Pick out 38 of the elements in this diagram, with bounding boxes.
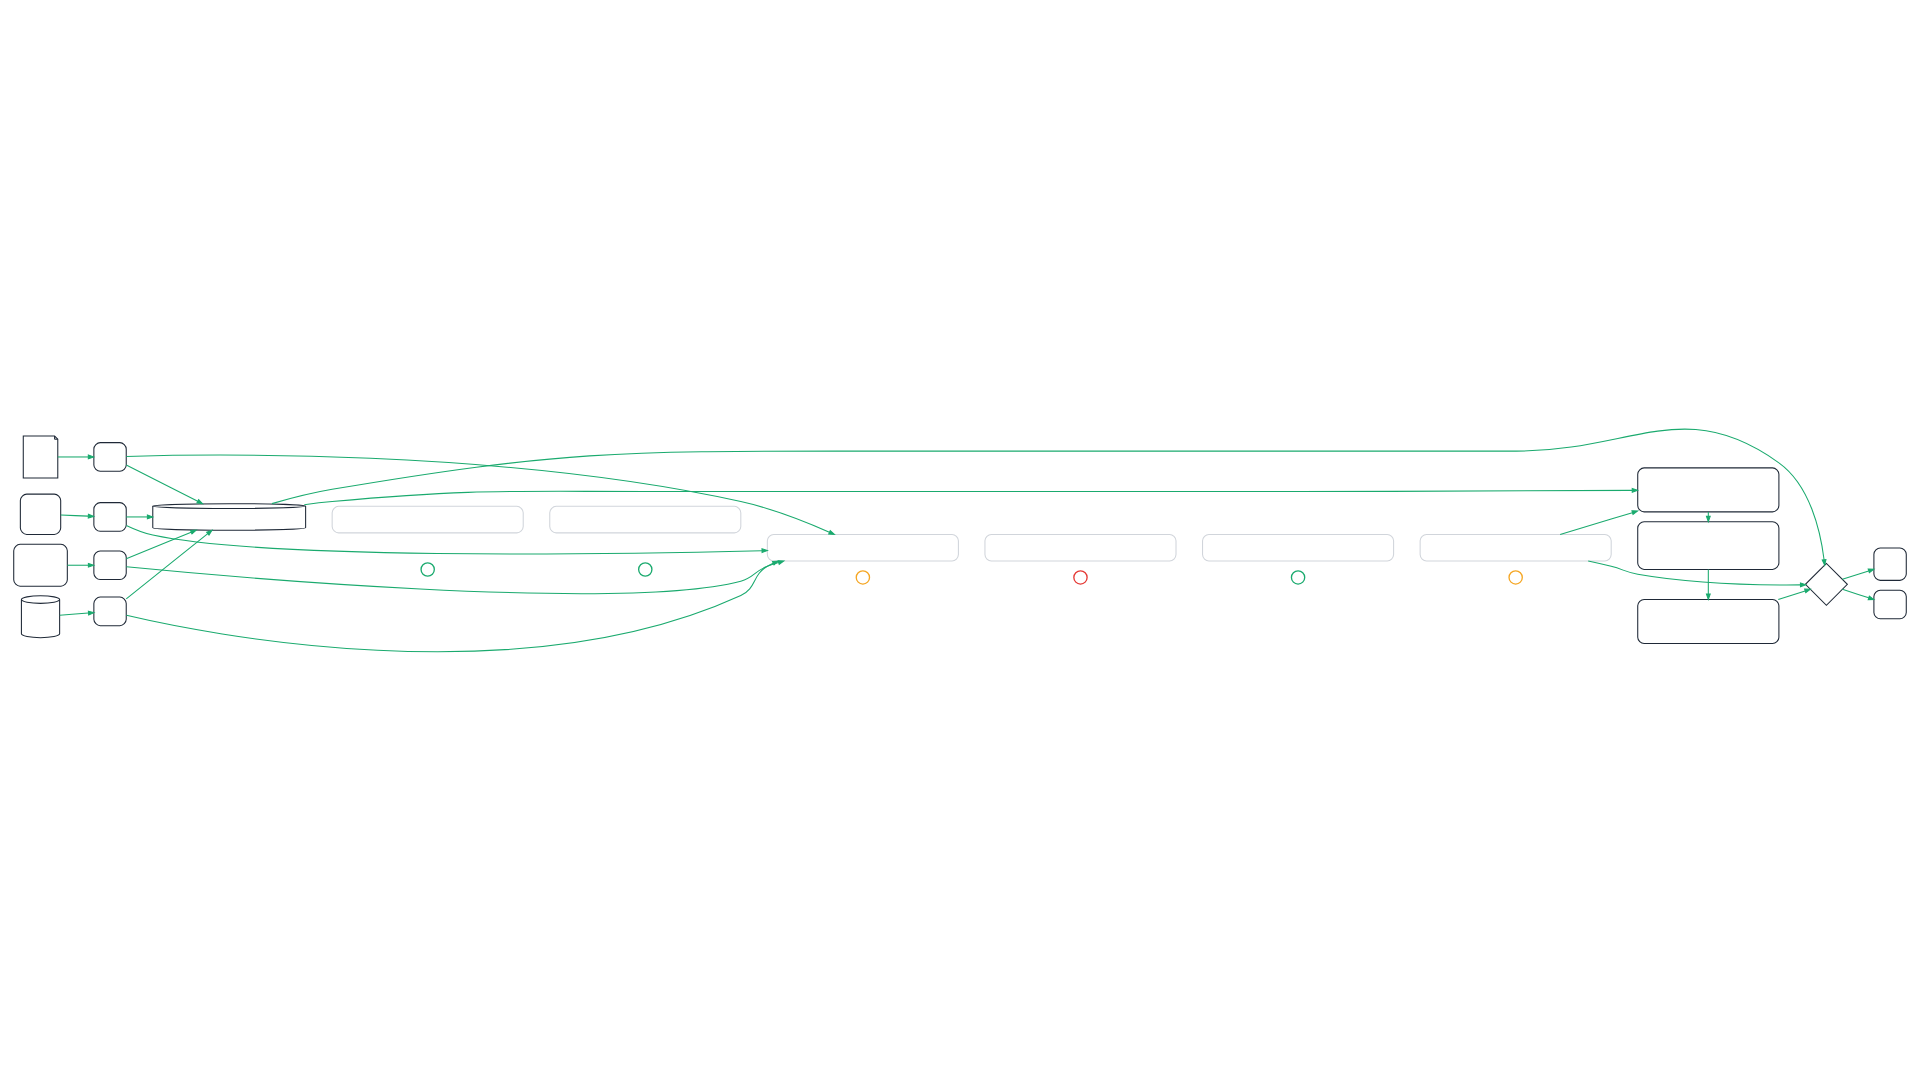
node-box — [19, 493, 62, 535]
arrow — [125, 559, 786, 594]
arrow — [271, 428, 1827, 567]
arrow — [66, 562, 96, 568]
arrow — [125, 529, 198, 559]
node-box — [1873, 589, 1907, 619]
node-box — [984, 533, 1177, 561]
arrow — [1559, 509, 1640, 535]
arrow — [1705, 568, 1711, 601]
node-box — [1873, 546, 1907, 581]
arrow — [303, 487, 1640, 505]
arrow — [125, 559, 780, 652]
node-box — [93, 501, 127, 532]
arrow — [1841, 588, 1876, 600]
node-box — [13, 543, 68, 587]
arrow — [125, 463, 204, 504]
node-box — [766, 533, 959, 561]
node-box — [93, 596, 127, 626]
node-box — [1419, 533, 1612, 561]
arrow — [125, 513, 155, 520]
arrow — [1587, 560, 1808, 587]
node-box — [1637, 466, 1780, 512]
node-box — [1637, 520, 1780, 570]
arrow — [57, 453, 96, 460]
arrow — [1777, 588, 1812, 600]
node-box — [93, 441, 127, 472]
arrow — [1705, 510, 1711, 523]
arrow — [125, 524, 769, 554]
arrow — [125, 528, 214, 599]
node-box — [93, 549, 127, 580]
node-box — [331, 505, 524, 533]
arrow — [60, 513, 96, 519]
arrow — [125, 454, 836, 535]
arrow — [1841, 568, 1876, 580]
node-box — [549, 505, 742, 533]
node-box — [1637, 598, 1780, 644]
arrow — [59, 610, 96, 616]
node-box — [1202, 533, 1395, 561]
